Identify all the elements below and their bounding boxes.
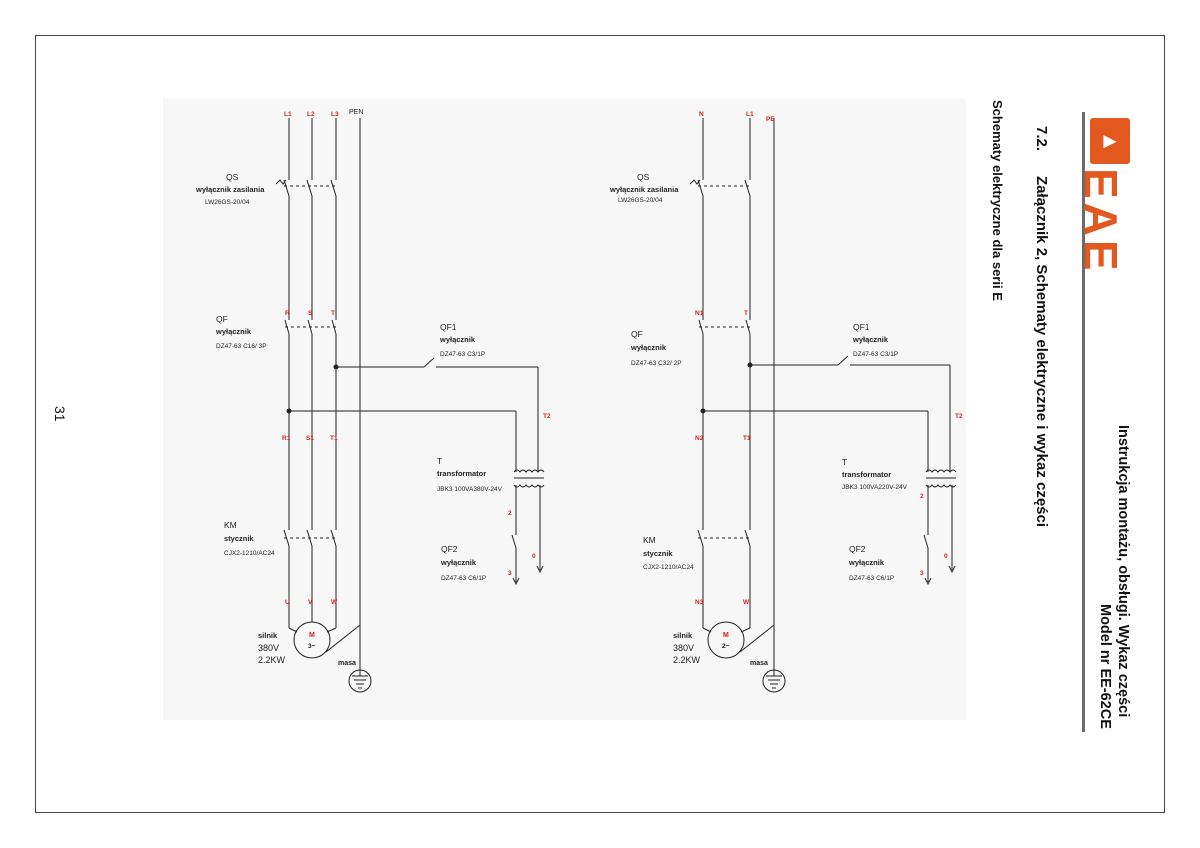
qf1-model: DZ47-63 C3/1P — [440, 351, 485, 358]
motor-term-w: W — [331, 599, 338, 606]
qs-model: LW26GS-20/04 — [205, 199, 250, 206]
qf-term-t: T — [331, 310, 335, 317]
qf-model: DZ47-63 C16/ 3P — [216, 343, 267, 350]
wire-3: 3 — [508, 570, 512, 577]
motor-name: silnik — [258, 631, 278, 640]
t2-label: T2 — [543, 413, 551, 420]
qf1-name: wyłącznik — [852, 335, 889, 344]
left-labels: L1 L2 L3 PEN QS wyłącznik zasilania LW26… — [195, 109, 551, 667]
phase-label-l1: L1 — [284, 111, 292, 118]
page-frame — [35, 35, 1165, 813]
motor-power: 2.2KW — [673, 655, 701, 665]
km-ref: KM — [643, 535, 656, 545]
phase-label-n: N — [699, 111, 704, 118]
motor-name: silnik — [673, 631, 693, 640]
qf2-ref: QF2 — [441, 544, 458, 554]
brand-logo: ► — [1090, 118, 1130, 164]
left-schematic-wiring — [275, 118, 545, 693]
t-name: transformator — [437, 469, 486, 478]
km-model: CJX2-1210/AC24 — [643, 564, 694, 571]
qf1-model: DZ47-63 C3/1P — [853, 351, 898, 358]
motor-symbol: M — [309, 632, 315, 639]
phase-label-l2: L2 — [307, 111, 315, 118]
brand-name: EAE — [1075, 168, 1127, 275]
km-ref: KM — [224, 520, 237, 530]
qf2-model: DZ47-63 C6/1P — [849, 575, 894, 582]
qf-name: wyłącznik — [630, 343, 667, 352]
qf2-model: DZ47-63 C6/1P — [441, 575, 486, 582]
section-number: 7.2. — [1033, 126, 1050, 152]
motor-term-v: V — [308, 599, 313, 606]
qf-term-t: T — [744, 310, 748, 317]
qs-name: wyłącznik zasilania — [609, 185, 679, 194]
pe-label: PE — [766, 116, 775, 123]
section-title: Załącznik 2, Schematy elektryczne i wyka… — [1033, 176, 1050, 528]
qf-model: DZ47-63 C32/ 2P — [631, 360, 682, 367]
qf-ref: QF — [216, 314, 228, 324]
motor-voltage: 380V — [258, 643, 279, 653]
qf1-ref: QF1 — [440, 322, 457, 332]
phase-label-l3: L3 — [331, 111, 339, 118]
schematic-svg: L1 L2 L3 PEN QS wyłącznik zasilania LW26… — [195, 109, 963, 693]
mid-term-t1: T1 — [330, 435, 338, 442]
wire-2: 2 — [920, 493, 924, 500]
t2-label: T2 — [955, 413, 963, 420]
qf-term-n1: N1 — [695, 310, 704, 317]
page-number: 31 — [52, 406, 68, 422]
qf1-name: wyłącznik — [439, 335, 476, 344]
qs-ref: QS — [637, 172, 650, 182]
km-name: stycznik — [643, 549, 673, 558]
mid-term-r1: R1 — [282, 435, 291, 442]
motor-power: 2.2KW — [258, 655, 286, 665]
t-model: JBK3 100VA380V-24V — [437, 486, 503, 493]
qf2-name: wyłącznik — [440, 558, 477, 567]
ground-label: masa — [750, 660, 768, 667]
schematic-area: L1 L2 L3 PEN QS wyłącznik zasilania LW26… — [163, 98, 966, 720]
motor-symbol: M — [723, 632, 729, 639]
model-number: Model nr EE-62CE — [1097, 604, 1113, 729]
phase-label-l1: L1 — [746, 111, 754, 118]
t-name: transformator — [842, 470, 891, 479]
qf-term-s: S — [308, 310, 313, 317]
qf1-ref: QF1 — [853, 322, 870, 332]
km-name: stycznik — [224, 534, 254, 543]
pen-label: PEN — [349, 109, 363, 116]
manual-title: Instrukcja montażu, obsługi. Wykaz częśc… — [1115, 425, 1131, 718]
wire-3: 3 — [920, 570, 924, 577]
km-model: CJX2-1210/AC24 — [224, 550, 275, 557]
motor-term-u: U — [285, 599, 290, 606]
qf-name: wyłącznik — [215, 327, 252, 336]
qf-term-r: R — [285, 310, 290, 317]
header-rule — [1082, 112, 1085, 732]
right-schematic-wiring — [689, 118, 957, 693]
motor-voltage: 380V — [673, 643, 694, 653]
qs-ref: QS — [226, 172, 239, 182]
mid-term-n2: N2 — [695, 435, 704, 442]
motor-phase: 2~ — [722, 643, 730, 650]
qf2-ref: QF2 — [849, 544, 866, 554]
motor-term-w: W — [743, 599, 750, 606]
ground-label: masa — [338, 660, 356, 667]
wire-0: 0 — [532, 553, 536, 560]
mid-term-t1: T1 — [743, 435, 751, 442]
t-model: JBK3 100VA220V-24V — [842, 484, 908, 491]
qf-ref: QF — [631, 329, 643, 339]
qs-model: LW26GS-20/04 — [618, 197, 663, 204]
wire-2: 2 — [508, 510, 512, 517]
motor-term-n3: N3 — [695, 599, 704, 606]
qs-name: wyłącznik zasilania — [195, 185, 265, 194]
motor-phase: 3~ — [308, 643, 316, 650]
mid-term-s1: S1 — [306, 435, 314, 442]
wire-0: 0 — [944, 553, 948, 560]
junction-dots — [286, 362, 753, 414]
t-ref: T — [842, 457, 847, 467]
qf2-name: wyłącznik — [848, 558, 885, 567]
right-labels: N L1 PE QS wyłącznik zasilania LW26GS-20… — [609, 111, 963, 667]
brand-logo-mark: ► — [1099, 128, 1121, 153]
section-subtitle: Schematy elektryczne dla serii E — [990, 100, 1005, 301]
t-ref: T — [437, 456, 442, 466]
